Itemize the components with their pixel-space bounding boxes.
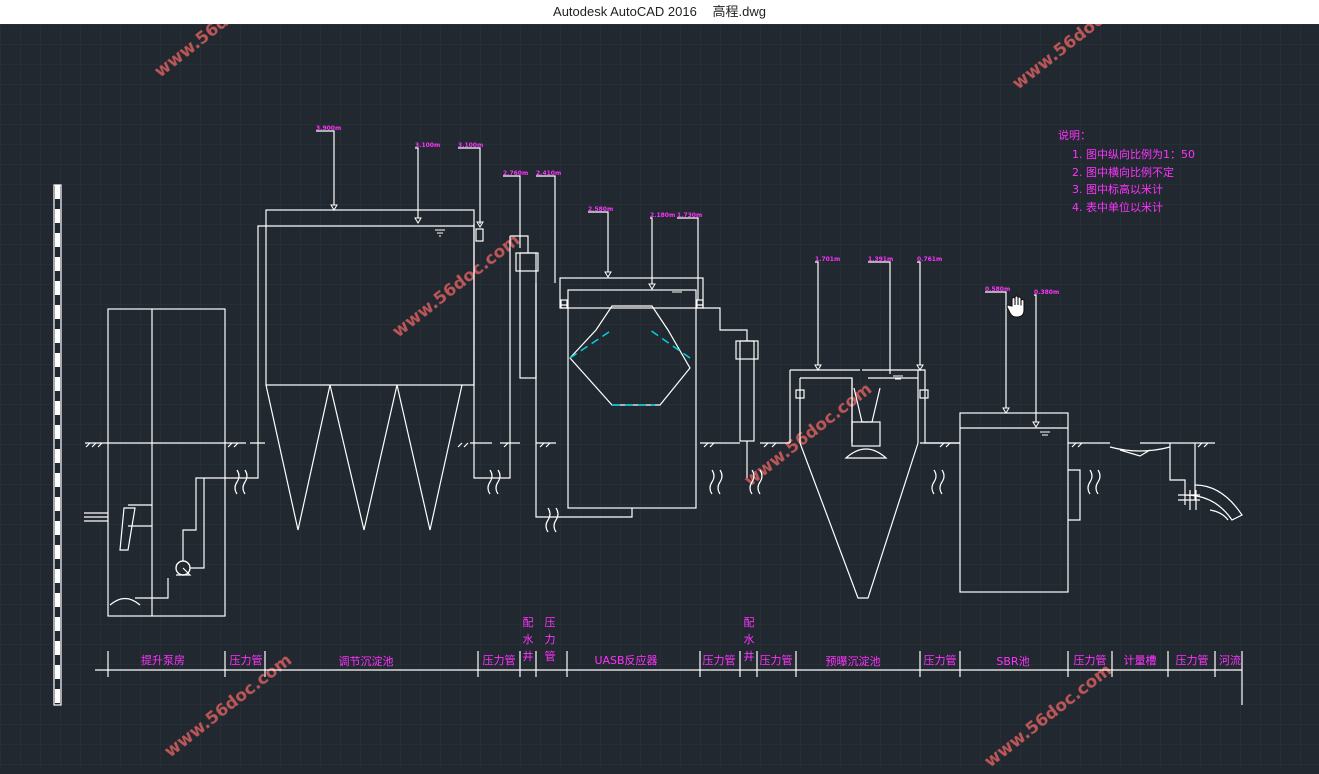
elevation-label: 0.580m (985, 286, 1010, 293)
section-label: 提升泵房 (141, 654, 185, 667)
section-label: 计量槽 (1124, 654, 1157, 667)
process-drawing (53, 130, 1243, 706)
section-label: 压力管 (1176, 653, 1209, 667)
section-label: 调节沉淀池 (339, 654, 394, 668)
pump-icon (175, 560, 191, 576)
notes-title: 说明： (1058, 128, 1091, 142)
section-label: 压力管 (703, 653, 736, 667)
section-label: 压力管 (924, 653, 957, 667)
hand-cursor-icon (1006, 295, 1025, 318)
section-label: UASB反应器 (594, 653, 657, 667)
notes-item: 3. 图中标高以米计 (1072, 182, 1163, 196)
water-level-icon (435, 229, 1050, 436)
file-name: 高程.dwg (712, 4, 766, 19)
elevation-label: 1.701m (815, 256, 840, 263)
elevation-label: 2.180m (650, 212, 675, 219)
app-title: Autodesk AutoCAD 2016 (553, 4, 697, 19)
elevation-label: 2.760m (503, 170, 528, 177)
elevation-label: 2.410m (536, 170, 561, 177)
notes-item: 4. 表中单位以米计 (1072, 200, 1163, 214)
elevation-label: 3.100m (415, 142, 440, 149)
section-label: 预曝沉淀池 (826, 654, 881, 668)
elevation-label: 1.391m (868, 256, 893, 263)
section-label-vertical: 配水井 (523, 616, 534, 663)
section-label-vertical: 配水井 (744, 616, 755, 663)
notes-item: 1. 图中纵向比例为1：50 (1072, 147, 1195, 161)
elevation-label: 0.380m (1034, 289, 1059, 296)
elevation-label: 0.761m (917, 256, 942, 263)
title-bar: Autodesk AutoCAD 2016 高程.dwg (0, 0, 1319, 24)
elevation-label: 1.730m (677, 212, 702, 219)
elevation-label: 2.580m (588, 206, 613, 213)
section-label: 河流 (1219, 653, 1241, 667)
section-label-vertical: 压力管 (545, 616, 556, 663)
elevation-label: 3.900m (316, 125, 341, 132)
section-label: SBR池 (996, 655, 1029, 668)
section-label: 压力管 (760, 653, 793, 667)
notes-item: 2. 图中横向比例不定 (1072, 165, 1174, 179)
section-label: 压力管 (1074, 653, 1107, 667)
elevation-label: 3.100m (458, 142, 483, 149)
section-label: 压力管 (483, 653, 516, 667)
section-label: 压力管 (230, 653, 263, 667)
